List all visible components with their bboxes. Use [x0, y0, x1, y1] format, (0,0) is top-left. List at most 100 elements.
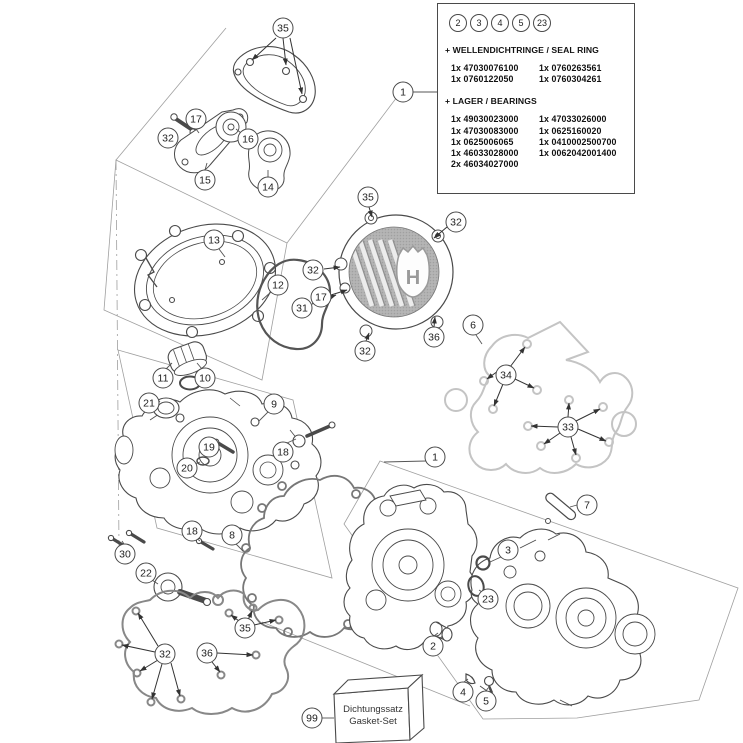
callout-5[interactable]: 5: [475, 690, 497, 712]
part-number-cell: 1x 0760122050: [451, 74, 514, 85]
part-19-bolt: [216, 441, 235, 454]
callout-99[interactable]: 99: [301, 707, 323, 729]
callout-15[interactable]: 15: [194, 169, 216, 191]
husqvarna-crown-h-logo: H: [396, 244, 430, 298]
dash-dot-line: [115, 159, 120, 549]
gasket-set-label: Dichtungssatz Gasket-Set: [337, 699, 409, 733]
part-number-cell: 1x 0410002500700: [539, 136, 617, 147]
callout-9[interactable]: 9: [263, 393, 285, 415]
callout-3[interactable]: 3: [497, 539, 519, 561]
part-1-main-case: [343, 483, 656, 707]
gasket-set-box: [332, 673, 425, 743]
part-number-cell: 1x 0760304261: [539, 74, 602, 85]
callout-10[interactable]: 10: [194, 367, 216, 389]
callout-35[interactable]: 35: [357, 186, 379, 208]
ref-callout-3[interactable]: 3: [470, 14, 488, 32]
part-6-center-gasket: [444, 320, 637, 474]
callout-4[interactable]: 4: [452, 681, 474, 703]
callout-34[interactable]: 34: [495, 364, 517, 386]
ref-callout-23[interactable]: 23: [533, 14, 551, 32]
callout-35[interactable]: 35: [272, 17, 294, 39]
callout-18[interactable]: 18: [272, 441, 294, 463]
callout-30[interactable]: 30: [114, 543, 136, 565]
part-number-cell: 1x 47030076100: [451, 63, 519, 73]
callout-12[interactable]: 12: [267, 274, 289, 296]
part-left-case-half: [114, 389, 322, 535]
ref-callout-4[interactable]: 4: [491, 14, 509, 32]
gasket-set-label-en: Gasket-Set: [349, 716, 397, 727]
gasket-set-label-de: Dichtungssatz: [343, 704, 403, 715]
part-number-row: 1x 0760122050 1x 0760304261: [451, 74, 628, 85]
callout-1[interactable]: 1: [392, 81, 414, 103]
callout-35[interactable]: 35: [234, 617, 256, 639]
section-title-bearings: + LAGER / BEARINGS: [445, 96, 537, 107]
callout-11[interactable]: 11: [152, 367, 174, 389]
ref-callout-5[interactable]: 5: [512, 14, 530, 32]
part-bottom-gasket: [114, 589, 306, 715]
part-number-cell: 1x 49030023000: [451, 114, 519, 125]
part-number-cell: 1x 0625006065: [451, 136, 514, 147]
part-number-cell: 1x 0760263561: [539, 63, 602, 73]
part-13-clutch-cover: [133, 223, 277, 339]
part-number-cell: 1x 47033026000: [539, 114, 607, 125]
part-5-bolt: [483, 675, 495, 694]
part-18-bolt-a: [305, 424, 332, 438]
callout-23[interactable]: 23: [477, 588, 499, 610]
callout-36[interactable]: 36: [423, 326, 445, 348]
part-3-ring: [475, 555, 491, 571]
part-number-row: 1x 0625006065 1x 0410002500700: [451, 137, 628, 148]
callout-32[interactable]: 32: [445, 211, 467, 233]
ignition-cover-slats: [350, 239, 416, 307]
part-18-bolt-b: [199, 540, 215, 551]
callout-32[interactable]: 32: [157, 127, 179, 149]
part-11-oil-cap: [167, 341, 207, 376]
part-number-cell: 1x 46033028000: [451, 148, 519, 159]
ref-callout-2[interactable]: 2: [449, 14, 467, 32]
part-number-row: 1x 47030083000 1x 0625160020: [451, 126, 628, 137]
bearings-rows: 1x 49030023000 1x 47033026000 1x 4703008…: [451, 114, 628, 170]
part-number-cell: 1x 47030083000: [451, 125, 519, 136]
callout-2[interactable]: 2: [422, 635, 444, 657]
part-number-cell: [539, 159, 628, 170]
svg-text:H: H: [406, 267, 420, 289]
callout-14[interactable]: 14: [257, 176, 279, 198]
part-water-pump-cover: [232, 46, 316, 114]
part-number-row: 1x 49030023000 1x 47033026000: [451, 114, 628, 125]
callout-16[interactable]: 16: [237, 128, 259, 150]
callout-17[interactable]: 17: [310, 286, 332, 308]
callout-6[interactable]: 6: [462, 314, 484, 336]
callout-21[interactable]: 21: [138, 392, 160, 414]
part-number-row: 1x 47030076100 1x 0760263561: [451, 63, 628, 74]
seal-ring-rows: 1x 47030076100 1x 0760263561 1x 07601220…: [451, 63, 628, 85]
part-number-row: 2x 46034027000: [451, 159, 628, 170]
panel-main-case-group: [343, 460, 739, 720]
callout-33[interactable]: 33: [557, 416, 579, 438]
bolt-32: [174, 117, 193, 131]
callout-1[interactable]: 1: [424, 446, 446, 468]
part-number-row: 1x 46033028000 1x 0062042001400: [451, 148, 628, 159]
part-number-cell: 1x 0625160020: [539, 125, 602, 136]
part-7-pin: [545, 492, 577, 521]
callout-36[interactable]: 36: [196, 642, 218, 664]
panel-clutch-cover-group: [103, 159, 288, 381]
callout-13[interactable]: 13: [203, 229, 225, 251]
callout-18[interactable]: 18: [181, 520, 203, 542]
callout-8[interactable]: 8: [221, 524, 243, 546]
callout-32[interactable]: 32: [354, 340, 376, 362]
section-title-seal-ring: + WELLENDICHTRINGE / SEAL RING: [445, 45, 599, 55]
callout-20[interactable]: 20: [176, 457, 198, 479]
callout-32[interactable]: 32: [302, 259, 324, 281]
callout-17[interactable]: 17: [185, 108, 207, 130]
callout-7[interactable]: 7: [576, 494, 598, 516]
callout-32[interactable]: 32: [154, 643, 176, 665]
part-water-pump-group: [170, 108, 291, 192]
part-20-washer: [196, 456, 210, 466]
callout-22[interactable]: 22: [135, 562, 157, 584]
part-oilcap-group: [152, 341, 336, 551]
callout-31[interactable]: 31: [291, 297, 313, 319]
callout-19[interactable]: 19: [198, 436, 220, 458]
